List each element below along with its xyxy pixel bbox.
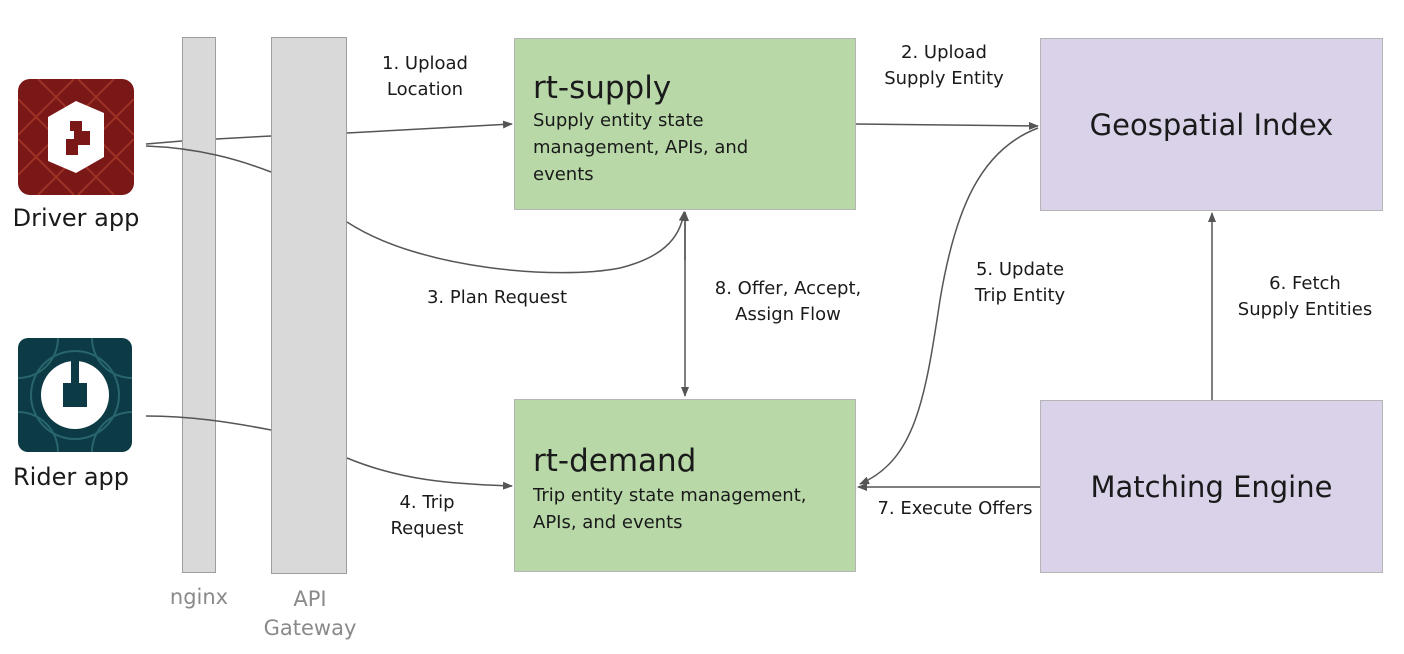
flow-5-line — [859, 127, 1039, 485]
flow-2-line — [855, 121, 1039, 130]
flow-4-line — [145, 415, 512, 486]
api-gateway-layer — [271, 37, 347, 574]
nginx-layer — [182, 37, 216, 573]
flow-1-line — [145, 124, 512, 145]
flow-6-label-line2: Supply Entities — [1237, 299, 1373, 320]
rt-supply-desc-3: events — [533, 164, 594, 185]
flow-4-label-line2: Request — [390, 518, 464, 539]
flow-7-label: 7. Execute Offers — [877, 498, 1033, 519]
flow-8-label-line2: Assign Flow — [735, 304, 841, 325]
rt-demand-box: rt-demand Trip entity state management, … — [514, 399, 856, 572]
rt-demand-desc-2: APIs, and events — [533, 512, 683, 533]
flow-1-label-line1: 1. Upload — [382, 53, 468, 74]
flow-6-label-line1: 6. Fetch — [1269, 273, 1341, 294]
rt-demand-desc-1: Trip entity state management, — [533, 485, 807, 506]
matching-engine-box: Matching Engine — [1040, 400, 1383, 573]
rt-supply-desc-1: Supply entity state — [533, 110, 704, 131]
geospatial-index-title: Geospatial Index — [1089, 107, 1334, 142]
flow-3-label: 3. Plan Request — [426, 287, 568, 308]
flow-5-label-line2: Trip Entity — [974, 285, 1066, 306]
flow-5-label-line1: 5. Update — [975, 259, 1065, 280]
api-gateway-label-line2: Gateway — [263, 616, 357, 640]
flow-1-label-line2: Location — [386, 79, 464, 100]
flow-2-label-line1: 2. Upload — [901, 42, 987, 63]
api-gateway-label-line1: API — [293, 587, 327, 611]
nginx-label: nginx — [169, 585, 229, 609]
driver-app-label: Driver app — [12, 204, 140, 232]
geospatial-index-box: Geospatial Index — [1040, 38, 1383, 211]
matching-engine-title: Matching Engine — [1090, 469, 1333, 504]
rt-demand-title: rt-demand — [533, 443, 697, 479]
flow-8-label-line1: 8. Offer, Accept, — [714, 278, 862, 299]
flow-2-label-line2: Supply Entity — [884, 68, 1004, 89]
flow-4-label-line1: 4. Trip — [399, 492, 455, 513]
rider-app — [18, 338, 132, 452]
rt-supply-title: rt-supply — [533, 70, 672, 106]
rider-app-icon — [18, 338, 132, 452]
driver-app-icon — [18, 79, 134, 195]
rider-app-label: Rider app — [12, 463, 129, 491]
flow-3-line — [145, 145, 684, 274]
driver-app — [18, 79, 134, 195]
rt-supply-desc-2: management, APIs, and — [533, 137, 749, 158]
